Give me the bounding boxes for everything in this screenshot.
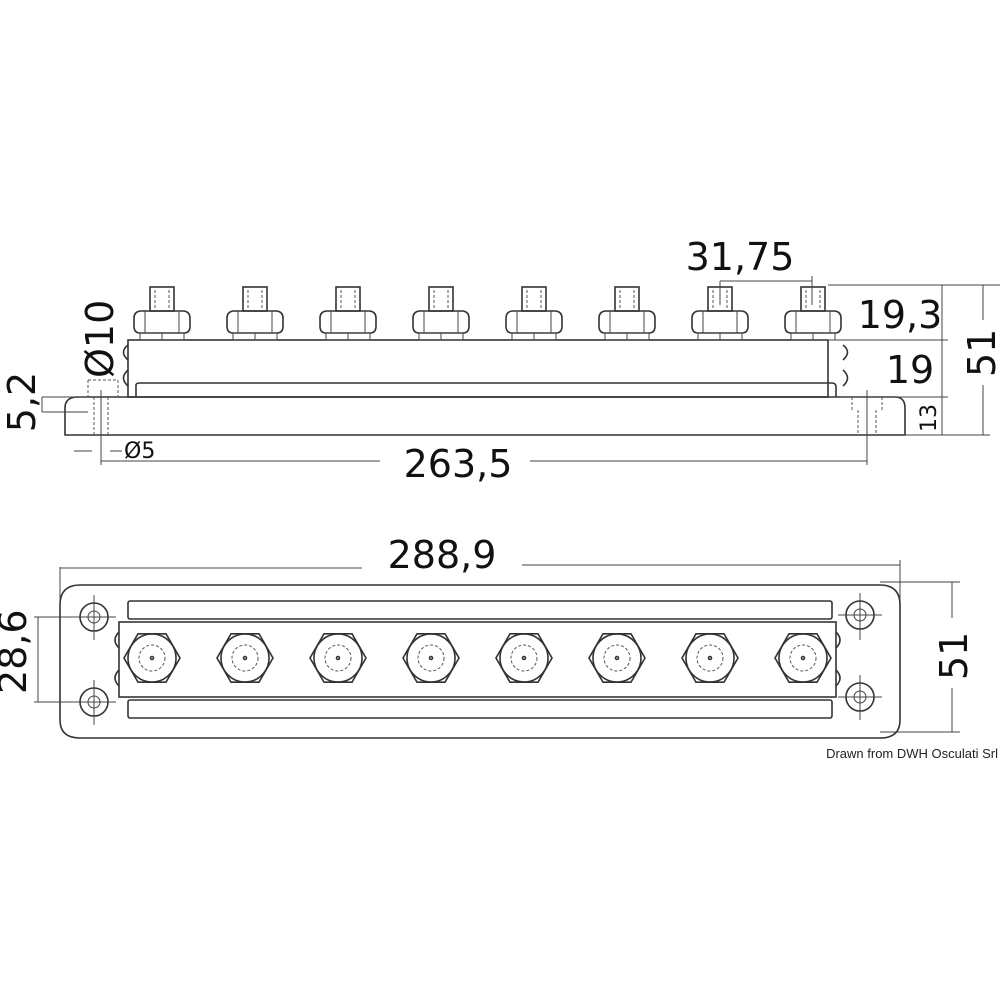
dim-total-height: 51 xyxy=(960,329,1000,377)
bus-bar-body xyxy=(127,339,829,398)
dim-overall-length: 288,9 xyxy=(388,533,497,577)
terminal-nut xyxy=(588,632,646,684)
base-plate xyxy=(64,396,906,436)
terminal-nut xyxy=(774,632,832,684)
dim-hole-spacing-width: 28,6 xyxy=(0,609,35,694)
dim-stud-pitch: 31,75 xyxy=(686,235,795,279)
terminal-nut xyxy=(123,632,181,684)
dim-counterbore-diameter: Ø10 xyxy=(78,300,122,378)
upper-rail xyxy=(127,600,833,620)
terminal-stud xyxy=(505,286,563,341)
terminal-stud xyxy=(226,286,284,341)
terminal-nut xyxy=(309,632,367,684)
dim-stud-height: 19,3 xyxy=(858,293,943,337)
mounting-holes xyxy=(72,593,882,725)
bus-bar-lower-rail xyxy=(135,382,837,397)
terminal-studs xyxy=(133,286,842,341)
terminal-stud xyxy=(133,286,191,341)
credit-text: Drawn from DWH Osculati Srl xyxy=(826,746,998,761)
bus-bar-top xyxy=(118,621,837,698)
side-view xyxy=(64,286,906,465)
side-view-dimensions: 31,75 19,3 19 13 51 Ø10 5,2 Ø5 263,5 xyxy=(0,235,1000,486)
terminal-nut xyxy=(495,632,553,684)
dim-hole-spacing: 263,5 xyxy=(404,442,513,486)
top-view-dimensions: 288,9 51 28,6 xyxy=(0,533,976,733)
lower-rail xyxy=(127,699,833,719)
terminal-stud xyxy=(784,286,842,341)
terminal-stud xyxy=(598,286,656,341)
terminal-nut xyxy=(402,632,460,684)
top-view xyxy=(59,584,901,739)
dim-base-height: 13 xyxy=(917,404,942,432)
dim-overall-width: 51 xyxy=(932,632,976,680)
mounting-hole xyxy=(838,675,882,720)
terminal-stud xyxy=(319,286,377,341)
terminal-stud xyxy=(691,286,749,341)
dim-hole-diameter: Ø5 xyxy=(124,439,155,464)
terminal-nuts xyxy=(123,632,832,684)
base-plate-top xyxy=(59,584,901,739)
terminal-nut xyxy=(216,632,274,684)
mounting-hole xyxy=(838,593,882,640)
dim-bar-height: 19 xyxy=(886,348,934,392)
terminal-stud xyxy=(412,286,470,341)
terminal-nut xyxy=(681,632,739,684)
dim-counterbore-depth: 5,2 xyxy=(0,372,44,432)
